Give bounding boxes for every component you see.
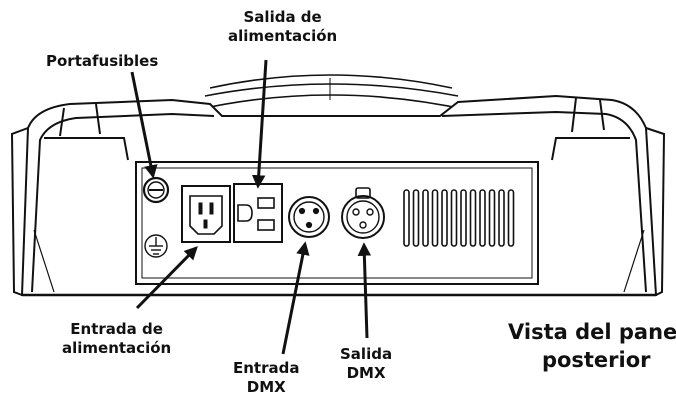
vent-slot [412, 189, 420, 247]
connector-panel [135, 161, 539, 285]
vent-slot [507, 189, 515, 247]
label-fuse-holder: Portafusibles [46, 52, 159, 70]
vent-slot [498, 189, 505, 247]
iec-inlet-icon [181, 185, 231, 243]
arrow-power-outlet [251, 59, 268, 189]
leader-arrows [130, 59, 372, 355]
fuse-holder-icon [142, 176, 170, 204]
label-power-output: Salida de alimentación [228, 8, 338, 45]
ground-symbol-icon [144, 234, 168, 258]
label-dmx-input: Entrada DMX [233, 359, 300, 396]
label-dmx-output: Salida DMX [340, 345, 393, 382]
vent-slot [479, 189, 486, 247]
dmx-out-connector-icon [341, 187, 385, 239]
label-power-input: Entrada de alimentación [62, 320, 172, 357]
top-ring [195, 74, 469, 111]
dmx-in-connector-icon [288, 196, 330, 238]
vent-slot [422, 189, 429, 247]
arrow-fuse-holder [130, 71, 158, 179]
arrow-power-inlet [135, 246, 198, 310]
vent-slot [460, 189, 467, 247]
vent-slot [450, 189, 458, 247]
vent-slot [469, 189, 477, 247]
vent-slot [441, 189, 448, 247]
vent-slot [403, 189, 410, 247]
vent-slots-icon [403, 189, 515, 247]
arrow-dmx-out [357, 242, 372, 339]
diagram-title: Vista del panel posterior [508, 320, 676, 372]
arrow-dmx-in [281, 241, 310, 355]
vent-slot [488, 189, 496, 247]
vent-slot [431, 189, 439, 247]
